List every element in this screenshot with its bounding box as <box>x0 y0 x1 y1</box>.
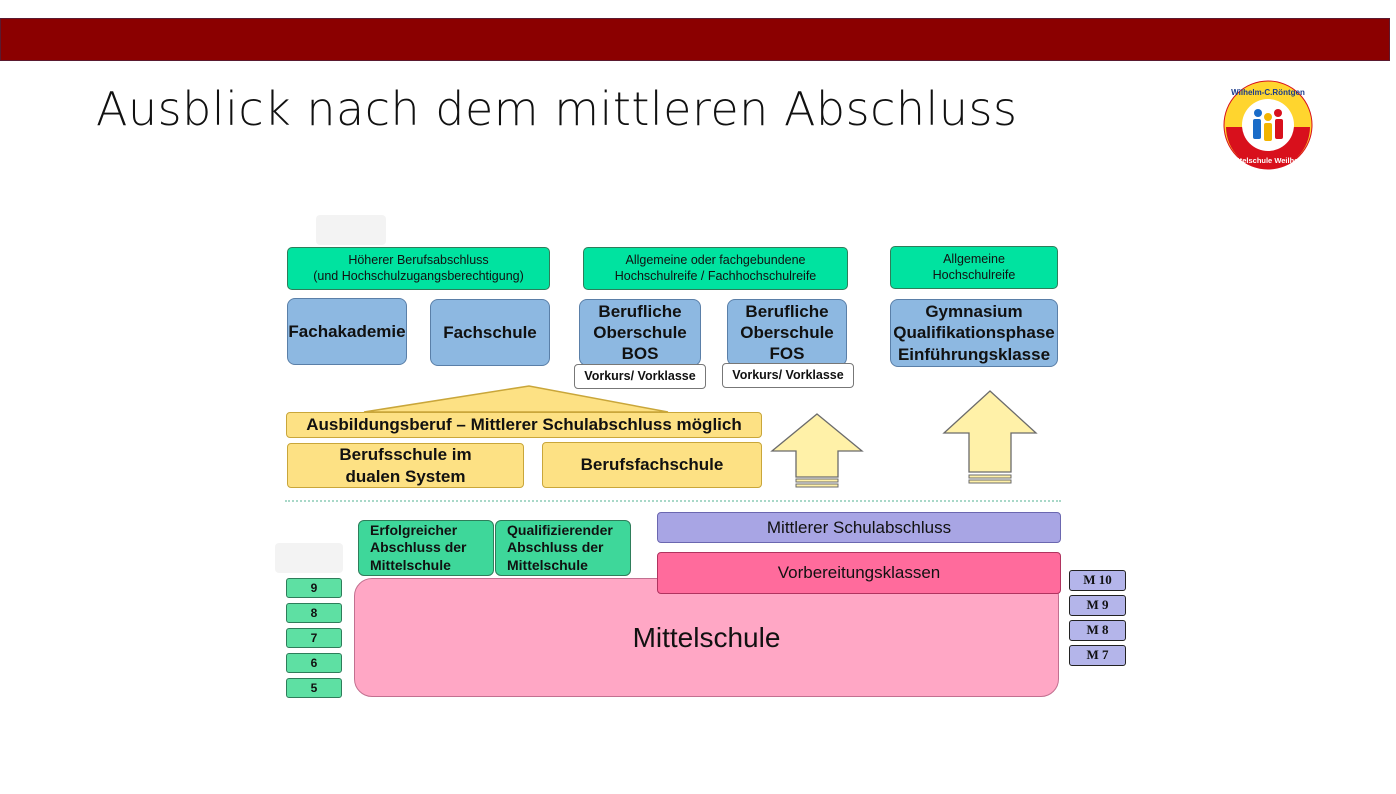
goal-higher-vocational: Höherer Berufsabschluss (und Hochschulzu… <box>287 247 550 290</box>
roof-triangle <box>363 385 669 413</box>
prep-bos: Vorkurs/ Vorklasse <box>574 364 706 389</box>
berufsfachschule-box: Berufsfachschule <box>542 442 762 488</box>
berufsschule-box: Berufsschule im dualen System <box>287 443 524 488</box>
header-bar <box>0 18 1390 61</box>
prep-fos: Vorkurs/ Vorklasse <box>722 363 854 388</box>
qualifizierender-abschluss: Qualifizierender Abschluss der Mittelsch… <box>495 520 631 576</box>
logo-text-bottom: Mittelschule Weilheim <box>1229 156 1308 165</box>
m-grade-8: M 8 <box>1069 620 1126 641</box>
ghost-placeholder-top <box>316 215 386 245</box>
m-grade-9: M 9 <box>1069 595 1126 616</box>
school-logo: Wilhelm-C.Röntgen Mittelschule Weilheim <box>1223 80 1313 170</box>
grade-5: 5 <box>286 678 342 698</box>
mittlerer-schulabschluss-bar: Mittlerer Schulabschluss <box>657 512 1061 543</box>
goal-university-entrance: Allgemeine oder fachgebundene Hochschulr… <box>583 247 848 290</box>
grade-9: 9 <box>286 578 342 598</box>
erfolgreicher-abschluss: Erfolgreicher Abschluss der Mittelschule <box>358 520 494 576</box>
grade-8: 8 <box>286 603 342 623</box>
arrow-up-left <box>770 413 864 488</box>
school-fachschule: Fachschule <box>430 299 550 366</box>
slide-title: Ausblick nach dem mittleren Abschluss <box>96 82 1018 136</box>
school-fachakademie: Fachakademie <box>287 298 407 365</box>
ghost-placeholder-left <box>275 543 343 573</box>
m-grade-10: M 10 <box>1069 570 1126 591</box>
divider-line <box>285 500 1061 502</box>
school-bos: Berufliche Oberschule BOS <box>579 299 701 366</box>
logo-text-top: Wilhelm-C.Röntgen <box>1231 88 1305 97</box>
school-fos: Berufliche Oberschule FOS <box>727 299 847 366</box>
goal-general-entrance: Allgemeine Hochschulreife <box>890 246 1058 289</box>
arrow-up-right <box>942 390 1038 484</box>
grade-6: 6 <box>286 653 342 673</box>
ausbildungsberuf-bar: Ausbildungsberuf – Mittlerer Schulabschl… <box>286 412 762 438</box>
m-grade-7: M 7 <box>1069 645 1126 666</box>
mittelschule-box: Mittelschule <box>354 578 1059 697</box>
grade-7: 7 <box>286 628 342 648</box>
vorbereitungsklassen-bar: Vorbereitungsklassen <box>657 552 1061 594</box>
school-gymnasium: Gymnasium Qualifikationsphase Einführung… <box>890 299 1058 367</box>
